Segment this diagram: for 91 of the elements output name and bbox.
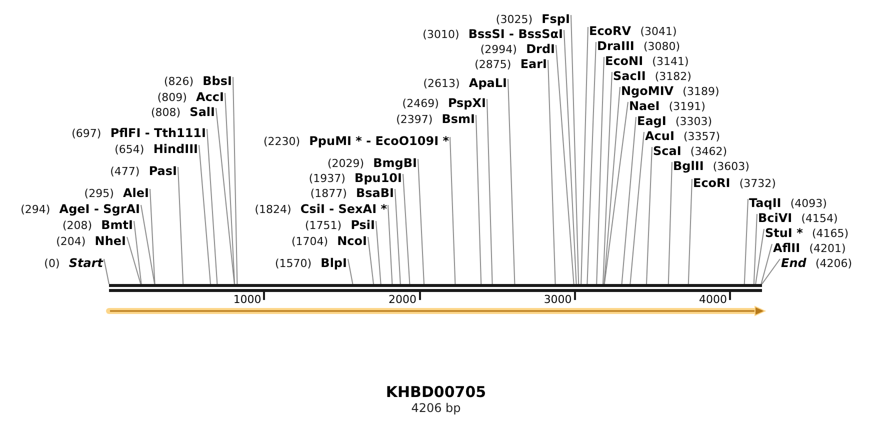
leader-line — [388, 204, 393, 284]
enzyme-site-label: (808) SalI — [150, 104, 216, 118]
leader-line — [586, 42, 596, 284]
leader-line — [762, 258, 780, 284]
enzyme-site-label: NgoMIV (3189) — [620, 83, 720, 97]
enzyme-site-label: (826) BbsI — [164, 73, 233, 87]
map-end-label: End (4206) — [780, 255, 852, 269]
leader-line — [178, 166, 184, 284]
leader-line — [755, 228, 764, 284]
enzyme-site-label: (1704) NcoI — [291, 233, 368, 247]
leader-line — [476, 114, 482, 284]
leader-line — [548, 60, 556, 284]
leader-line — [376, 220, 382, 284]
tick-label: 4000 — [699, 293, 727, 306]
enzyme-site-label: StuI * (4165) — [764, 225, 849, 239]
leader-line — [508, 78, 516, 284]
enzyme-site-label: (208) BmtI — [62, 217, 134, 231]
enzyme-site-label: (3025) FspI — [496, 11, 571, 25]
leader-line — [604, 102, 628, 284]
enzyme-site-label: (1877) BsaBI — [310, 185, 395, 199]
leader-line — [580, 26, 588, 284]
enzyme-site-label: (1751) PsiI — [305, 217, 376, 231]
enzyme-site-label: TaqII (4093) — [748, 195, 827, 209]
leader-line — [206, 128, 218, 284]
map-end-label: (0) Start — [44, 255, 104, 269]
sequence-length: 4206 bp — [411, 401, 461, 416]
enzyme-site-label: (2613) ApaLI — [423, 75, 508, 89]
enzyme-site-label: (2230) PpuMI * - EcoO109I * — [263, 133, 450, 147]
leader-line — [596, 56, 604, 284]
enzyme-site-label: (1824) CsiI - SexAI * — [254, 201, 388, 215]
leader-line — [646, 146, 652, 284]
leader-line — [394, 188, 401, 284]
leader-line — [760, 244, 772, 284]
leader-line — [348, 258, 354, 284]
enzyme-site-label: DraIII (3080) — [596, 38, 680, 52]
enzyme-site-label: (654) HindIII — [114, 141, 199, 155]
enzyme-site-label: (2994) DrdI — [480, 41, 556, 55]
leader-line — [402, 174, 410, 284]
enzyme-site-label: (2397) BsmI — [396, 111, 476, 125]
enzyme-site-label: (295) AleI — [84, 185, 150, 199]
leader-line — [134, 220, 142, 284]
enzyme-site-label: (204) NheI — [56, 233, 127, 247]
enzyme-site-label: (2875) EarI — [474, 56, 548, 70]
enzyme-site-label: BciVI (4154) — [757, 210, 838, 224]
enzyme-site-label: (809) AccI — [157, 89, 225, 103]
leader-line — [564, 30, 577, 284]
leader-line — [604, 86, 620, 284]
enzyme-site-label: AflII (4201) — [772, 240, 846, 254]
leader-line — [753, 214, 758, 284]
leader-line — [668, 162, 672, 284]
enzyme-site-label: AcuI (3357) — [644, 128, 720, 142]
leader-line — [150, 188, 156, 284]
leader-line — [418, 158, 424, 284]
tick-label: 3000 — [544, 293, 572, 306]
enzyme-site-label: (1937) Bpu10I — [308, 170, 403, 184]
leader-line — [140, 204, 156, 284]
leader-line — [198, 144, 211, 284]
leader-line — [224, 92, 236, 284]
tick-label: 1000 — [233, 293, 262, 306]
enzyme-site-label: (2029) BmgBI — [327, 155, 418, 169]
leader-line — [104, 258, 110, 284]
enzyme-site-label: EcoRI (3732) — [692, 175, 776, 189]
enzyme-site-label: (697) PflFI - Tth111I — [72, 125, 207, 139]
enzyme-site-label: (294) AgeI - SgrAI — [20, 201, 141, 215]
map-title: KHBD00705 — [386, 383, 486, 401]
leader-line — [486, 98, 493, 284]
enzyme-site-label: SacII (3182) — [612, 68, 692, 82]
leader-line — [450, 136, 456, 284]
leader-line — [570, 14, 580, 284]
leader-line — [126, 236, 142, 284]
leader-line — [556, 44, 574, 284]
enzyme-site-label: EcoRV (3041) — [588, 23, 677, 37]
leader-line — [232, 76, 238, 284]
tick-label: 2000 — [388, 293, 416, 306]
leader-line — [744, 198, 748, 284]
enzyme-site-label: NaeI (3191) — [628, 98, 706, 112]
enzyme-site-label: ScaI (3462) — [652, 143, 727, 157]
enzyme-site-label: (1570) BlpI — [275, 255, 348, 269]
leader-line — [216, 108, 235, 284]
leader-line — [368, 236, 374, 284]
leader-line — [630, 132, 644, 284]
enzyme-site-label: (3010) BssSI - BssSαI — [422, 26, 564, 40]
enzyme-site-label: (477) PasI — [110, 163, 178, 177]
enzyme-site-label: (2469) PspXI — [402, 95, 487, 109]
leader-line — [688, 178, 692, 284]
dna-backbone — [109, 284, 762, 292]
enzyme-site-label: EcoNI (3141) — [604, 53, 689, 67]
leader-line — [602, 72, 612, 284]
enzyme-site-label: BglII (3603) — [672, 158, 750, 172]
leader-line — [621, 116, 636, 284]
enzyme-site-label: EagI (3303) — [636, 113, 712, 127]
